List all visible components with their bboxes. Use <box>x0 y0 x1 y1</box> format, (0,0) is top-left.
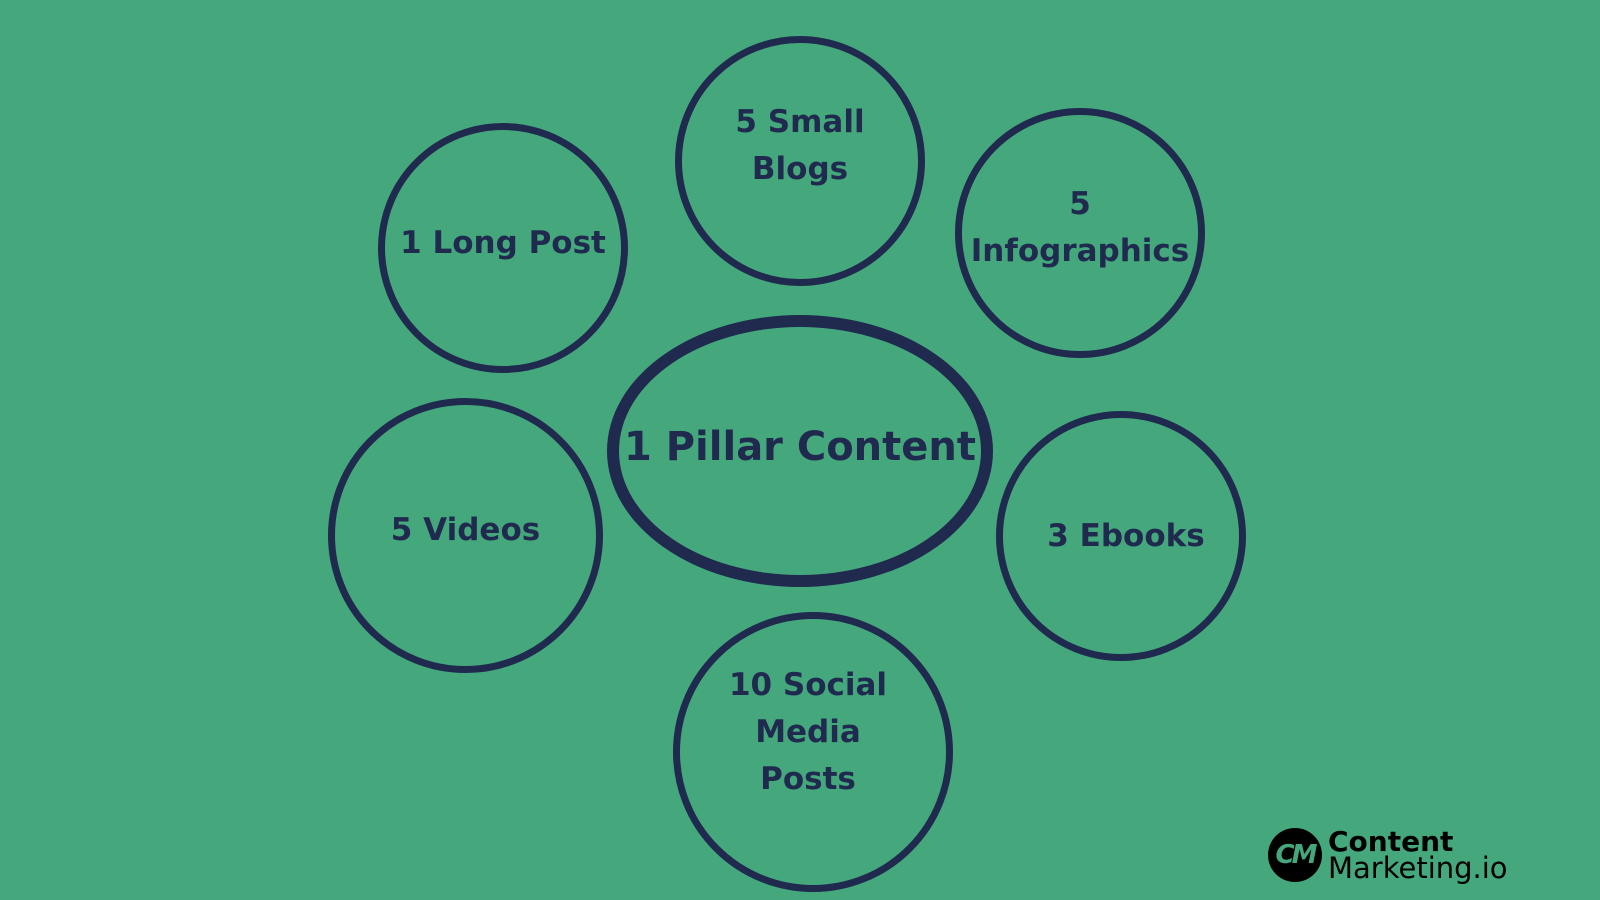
node-label: 5 Videos <box>390 512 541 548</box>
node-label: 10 Social Media Posts <box>729 662 887 803</box>
node-infographics: 5 Infographics <box>955 108 1205 358</box>
label-line: 10 Social <box>728 666 888 703</box>
node-label: 5 Small Blogs <box>735 104 865 187</box>
node-pillar-content: 1 Pillar Content <box>607 315 993 587</box>
label-line: Media <box>755 713 861 750</box>
node-ebooks: 3 Ebooks <box>996 411 1246 661</box>
node-label: 1 Pillar Content <box>623 423 976 470</box>
logo-line1: Content <box>1328 825 1454 858</box>
cm-logo-icon: CM <box>1268 828 1322 882</box>
label-line: Posts <box>760 760 856 797</box>
node-small-blogs: 5 Small Blogs <box>675 36 925 286</box>
node-label: 1 Long Post <box>400 224 606 261</box>
contentmarketing-logo: CM Content Marketing.io <box>1268 825 1508 885</box>
node-videos: 5 Videos <box>328 398 603 673</box>
node-label: 5 Infographics <box>970 186 1190 269</box>
node-label: 3 Ebooks <box>1047 517 1205 554</box>
node-long-post: 1 Long Post <box>378 123 628 373</box>
node-social-media-posts: 10 Social Media Posts <box>673 612 953 892</box>
logo-line2: Marketing.io <box>1328 851 1508 885</box>
